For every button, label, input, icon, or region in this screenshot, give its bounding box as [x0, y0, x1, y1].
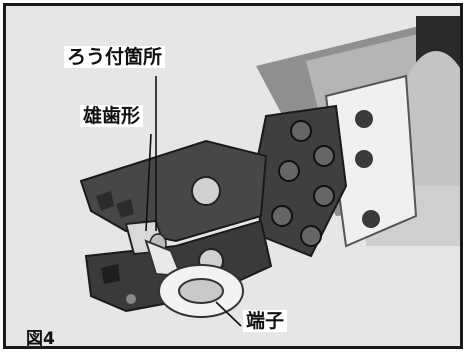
- label-brazing-point: ろう付箇所: [64, 46, 166, 68]
- label-male-die: 雄歯形: [80, 105, 144, 127]
- side-plate: [324, 74, 418, 248]
- crimping-tool-illustration: [79, 16, 460, 327]
- label-terminal: 端子: [243, 310, 288, 332]
- figure-number: 図4: [26, 329, 55, 349]
- upper-jaw: [79, 139, 268, 243]
- ring-terminal: [144, 239, 244, 318]
- link-plates: [254, 104, 348, 258]
- leader-lines: [145, 76, 242, 327]
- diagram-frame: ろう付箇所 雄歯形 端子 図4: [3, 3, 463, 349]
